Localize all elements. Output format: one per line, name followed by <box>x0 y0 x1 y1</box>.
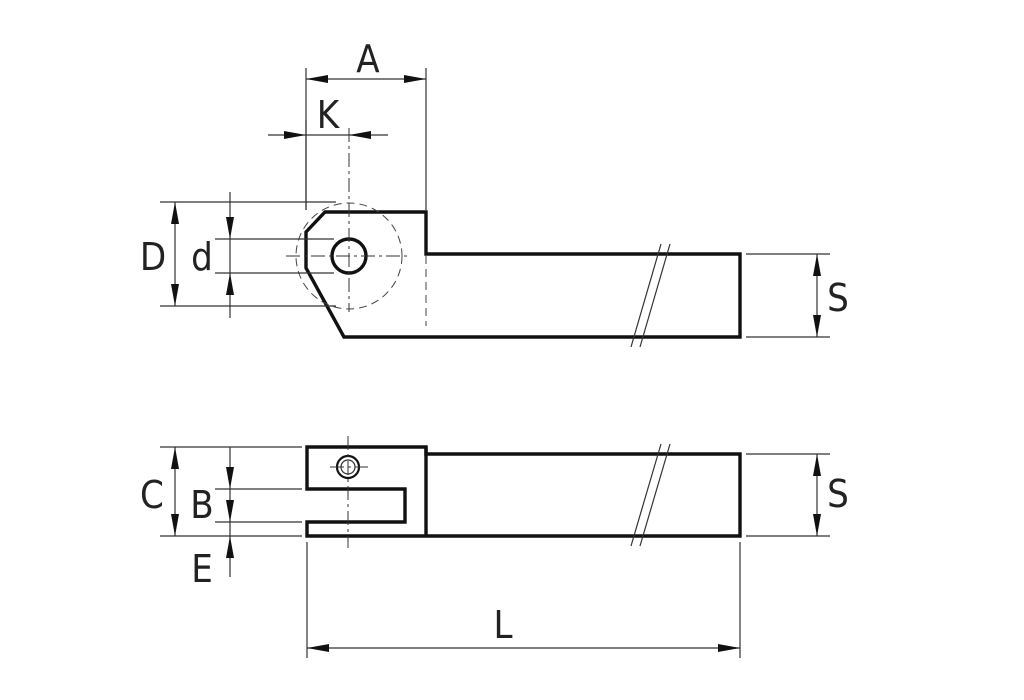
label-C: C <box>140 473 164 517</box>
break-mark-bottom-2 <box>639 443 671 547</box>
label-B: B <box>190 483 213 527</box>
dimension-S-bottom: S <box>746 453 849 537</box>
label-d: d <box>191 235 213 279</box>
label-S-bottom: S <box>827 472 849 516</box>
top-view <box>286 128 742 348</box>
arrow-d-top <box>226 217 234 239</box>
arrow-A-left <box>306 75 328 83</box>
arrow-B-top <box>226 467 234 489</box>
arrow-K-left <box>284 131 306 139</box>
arrow-L-right <box>718 644 740 652</box>
arrow-D-top <box>171 202 179 224</box>
side-view <box>305 436 742 548</box>
arrow-A-right <box>404 75 426 83</box>
dimension-K: K <box>268 93 388 210</box>
arrow-B-bottom <box>226 500 234 522</box>
arrow-S-top-up <box>813 254 821 276</box>
side-view-outline <box>305 445 742 538</box>
arrow-C-bottom <box>171 514 179 536</box>
arrow-D-bottom <box>171 284 179 306</box>
label-A: A <box>356 37 380 81</box>
arrow-L-left <box>307 644 329 652</box>
break-mark-bottom-1 <box>630 443 662 547</box>
arrow-C-top <box>171 447 179 469</box>
dimension-L: L <box>306 542 741 658</box>
arrow-K-right <box>349 131 371 139</box>
dimension-S-top: S <box>746 253 849 338</box>
top-view-outline <box>304 210 742 339</box>
dimension-C: C <box>140 446 302 537</box>
arrow-S-bottom-down <box>813 514 821 536</box>
arrow-S-bottom-up <box>813 454 821 476</box>
label-S-top: S <box>827 276 849 320</box>
dimension-B: B <box>190 447 302 577</box>
break-mark-top-1 <box>630 243 662 348</box>
label-L: L <box>493 603 512 647</box>
arrow-d-bottom <box>226 273 234 295</box>
arrow-S-top-down <box>813 315 821 337</box>
label-D: D <box>140 235 166 279</box>
dimension-d: d <box>191 192 334 318</box>
break-mark-top-2 <box>639 243 671 348</box>
label-E: E <box>191 547 213 591</box>
label-K: K <box>317 93 341 137</box>
dimension-D: D <box>140 201 336 307</box>
arrow-E-up <box>226 536 234 558</box>
